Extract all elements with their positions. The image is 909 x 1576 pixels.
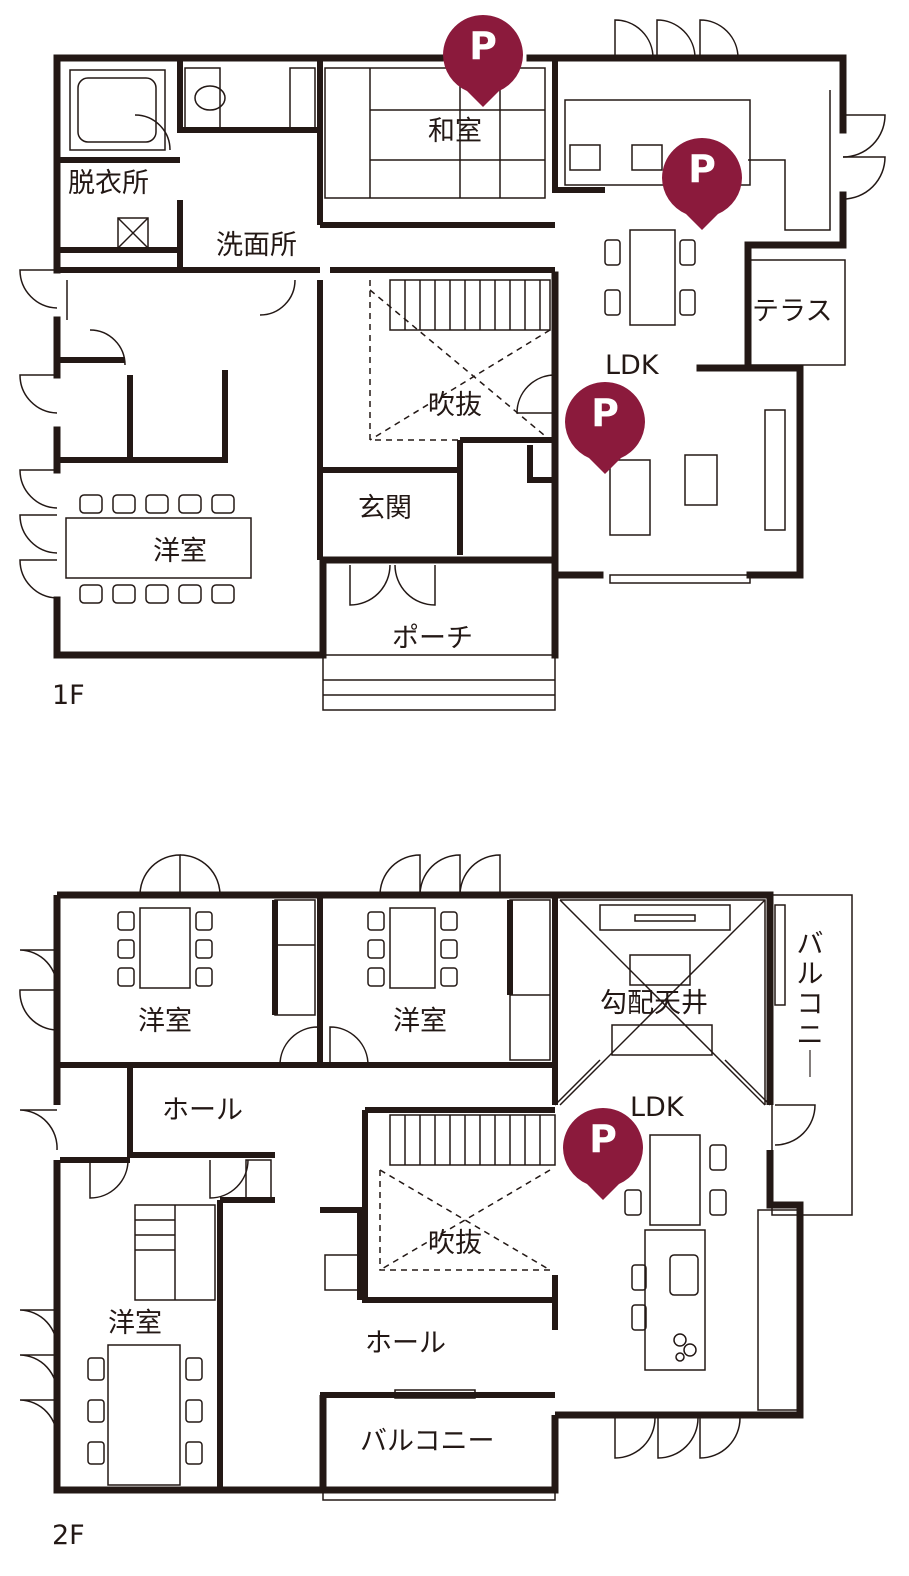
room-label-hall-upper: ホール [162, 1095, 243, 1126]
room-label-fukinuke-2f: 吹抜 [428, 1228, 482, 1259]
pin-label-1: P [443, 15, 523, 105]
room-label-ldk-1f: LDK [605, 350, 659, 381]
inner-walls-1f [60, 58, 605, 560]
pin-text: P [688, 147, 716, 191]
floor-label-2f: 2F [52, 1520, 85, 1551]
room-label-genkan: 玄関 [358, 493, 412, 524]
inner-walls-2f [60, 895, 558, 1490]
room-label-senmensho: 洗面所 [216, 230, 297, 261]
details-2f [87, 894, 853, 1501]
pin-text: P [469, 24, 497, 68]
room-label-porch: ポーチ [392, 623, 473, 654]
room-label-balcony-bottom: バルコニー [360, 1426, 495, 1457]
floor-2-plan [19, 854, 853, 1501]
doors-2f [19, 854, 816, 1459]
room-label-kobai-tenjo: 勾配天井 [600, 988, 708, 1019]
room-label-washitsu: 和室 [428, 116, 482, 147]
pin-label-3: P [565, 382, 645, 472]
room-label-yoshitsu-2f-bottom: 洋室 [108, 1308, 162, 1339]
details-1f [65, 67, 846, 711]
room-label-yoshitsu-2f-left: 洋室 [138, 1006, 192, 1037]
room-label-yoshitsu-1f: 洋室 [153, 536, 207, 567]
pin-label-4: P [563, 1108, 643, 1198]
room-label-ldk-2f: LDK [630, 1092, 684, 1123]
room-label-datsuisho: 脱衣所 [68, 168, 149, 199]
pin-text: P [591, 391, 619, 435]
room-label-hall-lower: ホール [365, 1328, 446, 1359]
pin-text: P [589, 1117, 617, 1161]
pin-label-2: P [662, 138, 742, 228]
room-label-yoshitsu-2f-mid: 洋室 [393, 1006, 447, 1037]
room-label-balcony-right: バルコニ｜ [796, 929, 824, 1081]
doors-1f [19, 19, 886, 606]
room-label-fukinuke-1f: 吹抜 [428, 390, 482, 421]
outer-walls-1f [53, 54, 847, 659]
floor-1-plan [19, 19, 886, 711]
room-label-terrace: テラス [752, 296, 833, 327]
floor-label-1f: 1F [52, 680, 85, 711]
